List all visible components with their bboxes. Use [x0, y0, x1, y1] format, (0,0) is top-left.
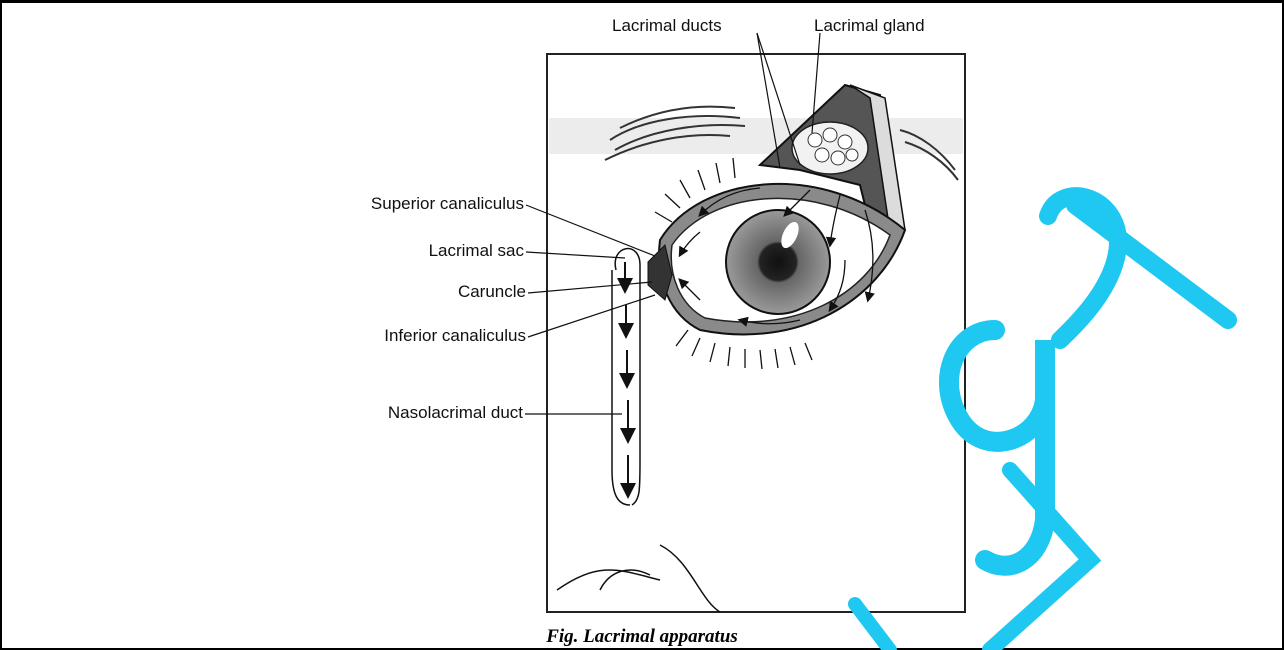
- brow-shading: [549, 118, 963, 154]
- lacrimal-ducts-label: Lacrimal ducts: [612, 16, 722, 35]
- figure-caption: Fig. Lacrimal apparatus: [545, 626, 738, 647]
- inferior-canaliculus-label: Inferior canaliculus: [384, 326, 526, 345]
- lacrimal-gland-label: Lacrimal gland: [814, 16, 925, 35]
- caruncle-label: Caruncle: [458, 282, 526, 301]
- lacrimal-sac-label: Lacrimal sac: [429, 241, 525, 260]
- superior-canaliculus-label: Superior canaliculus: [371, 194, 524, 213]
- nasolacrimal-duct-label: Nasolacrimal duct: [388, 403, 523, 422]
